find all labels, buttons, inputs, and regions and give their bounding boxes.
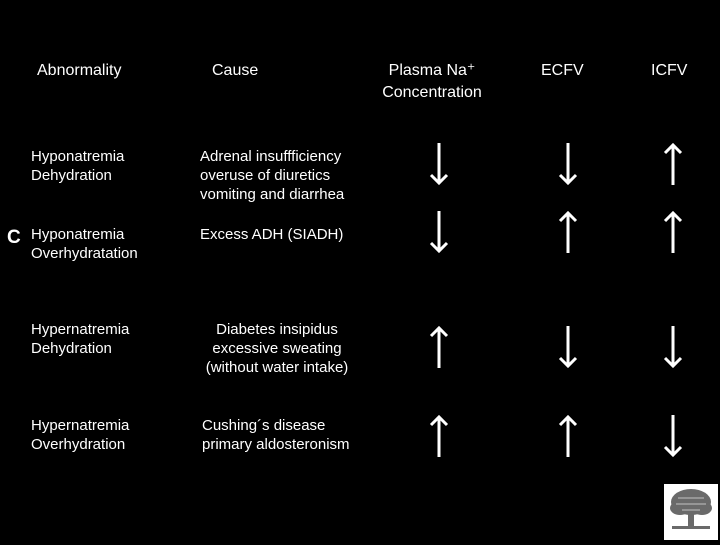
row-2-ecfv-arrow [558, 210, 578, 254]
row-3-cause-line2: excessive sweating [212, 340, 342, 357]
row-2-cause: Excess ADH (SIADH) [200, 225, 343, 244]
row-1-ecfv-arrow [558, 142, 578, 186]
row-1-icfv-arrow [663, 142, 683, 186]
row-1-cause-line3: vomiting and diarrhea [200, 186, 345, 203]
row-4-ecfv-arrow [558, 414, 578, 458]
row-1-cause: Adrenal insuffficiency overuse of diuret… [200, 147, 344, 204]
row-4-icfv-arrow [663, 414, 683, 458]
row-1-abnormality: Hyponatremia Dehydration [31, 147, 124, 185]
header-plasma-na-line2: Concentration [382, 84, 482, 101]
row-1-cause-line2: overuse of diuretics [200, 167, 331, 184]
row-3-plasma-na-arrow [429, 325, 449, 369]
header-abnormality: Abnormality [37, 62, 122, 79]
row-2-abnormality-line1: Hyponatremia [31, 226, 125, 243]
header-plasma-na-line1: Plasma Na⁺ [388, 62, 476, 79]
row-4-cause-line2: primary aldosteronism [202, 436, 350, 453]
row-1-abnormality-line2: Dehydration [31, 167, 112, 184]
row-3-cause-line1: Diabetes insipidus [216, 321, 338, 338]
header-ecfv: ECFV [541, 62, 584, 79]
row-3-abnormality: Hypernatremia Dehydration [31, 320, 129, 358]
row-3-icfv-arrow [663, 325, 683, 369]
row-4-abnormality: Hypernatremia Overhydration [31, 416, 129, 454]
header-plasma-na: Plasma Na⁺ Concentration [352, 60, 512, 104]
header-cause: Cause [212, 62, 259, 79]
row-1-cause-line1: Adrenal insuffficiency [200, 148, 342, 165]
row-1-plasma-na-arrow [429, 142, 449, 186]
elsevier-logo-icon [664, 484, 718, 540]
row-1-abnormality-line1: Hyponatremia [31, 148, 125, 165]
row-4-abnormality-line1: Hypernatremia [31, 417, 130, 434]
header-icfv: ICFV [651, 62, 688, 79]
row-3-cause: Diabetes insipidus excessive sweating (w… [192, 320, 362, 377]
row-4-cause-line1: Cushing´s disease [202, 417, 326, 434]
row-2-icfv-arrow [663, 210, 683, 254]
row-3-cause-line3: (without water intake) [205, 359, 349, 376]
row-2-abnormality-line2: Overhydratation [31, 245, 138, 262]
row-4-abnormality-line2: Overhydration [31, 436, 126, 453]
panel-label: C [7, 227, 21, 248]
row-2-cause-line1: Excess ADH (SIADH) [200, 226, 344, 243]
row-3-abnormality-line2: Dehydration [31, 340, 112, 357]
row-3-ecfv-arrow [558, 325, 578, 369]
row-3-abnormality-line1: Hypernatremia [31, 321, 130, 338]
row-2-abnormality: Hyponatremia Overhydratation [31, 225, 138, 263]
row-4-cause: Cushing´s disease primary aldosteronism [202, 416, 350, 454]
row-2-plasma-na-arrow [429, 210, 449, 254]
row-4-plasma-na-arrow [429, 414, 449, 458]
